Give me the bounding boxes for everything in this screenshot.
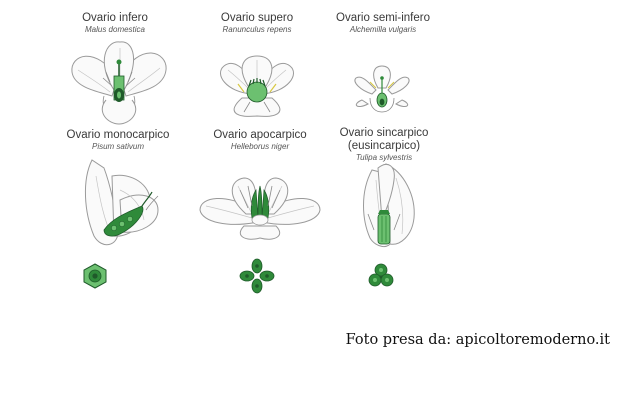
panel-species: Pisum sativum bbox=[91, 142, 144, 151]
illustration-monocarpic-ovary bbox=[84, 159, 159, 246]
panel-half-inferior-ovary-label: Ovario semi-infero Alchemilla vulgaris bbox=[328, 12, 438, 35]
panel-species: Ranunculus repens bbox=[222, 25, 292, 34]
panel-inferior-ovary-label: Ovario infero Malus domestica bbox=[60, 12, 170, 35]
cross-section-apocarpic bbox=[239, 258, 275, 294]
panel-title: Ovario supero bbox=[220, 12, 294, 24]
panel-apocarpic-ovary-label: Ovario apocarpico Helleborus niger bbox=[200, 129, 320, 152]
panel-syncarpic-ovary-label: Ovario sincarpico (eusincarpico) Tulipa … bbox=[326, 127, 442, 163]
illustration-apocarpic-ovary bbox=[199, 177, 321, 240]
panel-title: Ovario sincarpico bbox=[339, 127, 429, 139]
panel-subtitle: (eusincarpico) bbox=[347, 140, 421, 152]
panel-species: Tulipa sylvestris bbox=[355, 153, 413, 162]
panel-species: Malus domestica bbox=[84, 25, 146, 34]
panel-species: Helleborus niger bbox=[230, 142, 290, 151]
panel-title: Ovario infero bbox=[82, 12, 148, 24]
cross-section-monocarpic bbox=[83, 263, 107, 289]
illustration-superior-ovary bbox=[220, 55, 294, 117]
panel-superior-ovary-label: Ovario supero Ranunculus repens bbox=[202, 12, 312, 35]
panel-title: Ovario semi-infero bbox=[336, 12, 430, 24]
panel-title: Ovario monocarpico bbox=[66, 129, 170, 141]
illustration-syncarpic-ovary bbox=[363, 163, 415, 247]
illustration-half-inferior-ovary bbox=[354, 65, 410, 113]
panel-monocarpic-ovary-label: Ovario monocarpico Pisum sativum bbox=[58, 129, 178, 152]
image-credit: Foto presa da: apicoltoremoderno.it bbox=[345, 332, 610, 348]
panel-species: Alchemilla vulgaris bbox=[349, 25, 417, 34]
panel-title: Ovario apocarpico bbox=[213, 129, 307, 141]
cross-section-syncarpic bbox=[368, 263, 394, 287]
illustration-inferior-ovary bbox=[71, 41, 167, 125]
